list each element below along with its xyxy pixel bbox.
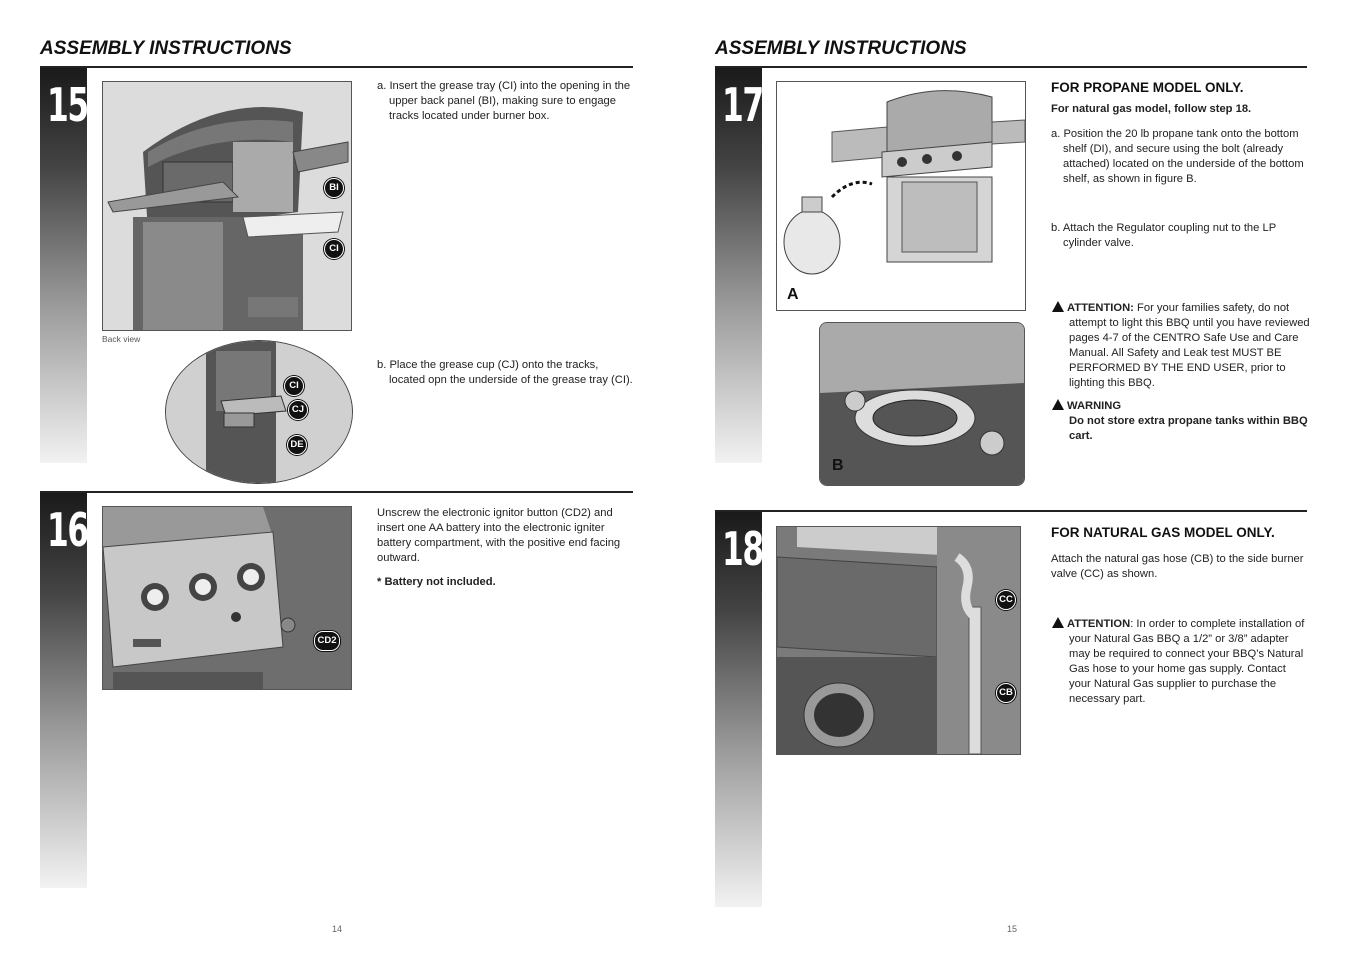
- step-16-instruction: Unscrew the electronic ignitor button (C…: [377, 507, 621, 564]
- step-17-attention: ATTENTION: For your families safety, do …: [1052, 301, 1310, 391]
- callout-ci-detail: CI: [284, 376, 304, 396]
- instruction-a-text-17: Position the 20 lb propane tank onto the…: [1063, 128, 1304, 185]
- control-panel-illustration: [103, 507, 351, 689]
- step-17-bar: 17: [715, 68, 764, 463]
- step-16-bar: 16: [40, 493, 89, 888]
- callout-de: DE: [287, 435, 307, 455]
- header-rule-right: [715, 66, 1307, 68]
- step-18-number: 18: [722, 522, 764, 576]
- tank-bolt-illustration: [820, 323, 1024, 485]
- step-18-rule: [715, 510, 1307, 512]
- step-17-warning: WARNING Do not store extra propane tanks…: [1052, 399, 1310, 444]
- callout-cc: CC: [996, 590, 1016, 610]
- grease-cup-illustration: [166, 341, 352, 483]
- instruction-a-label-17: a.: [1051, 128, 1061, 140]
- callout-cj: CJ: [288, 400, 308, 420]
- callout-cb: CB: [996, 683, 1016, 703]
- step-16-figure: CD2: [102, 506, 352, 690]
- callout-cd2: CD2: [314, 631, 340, 651]
- instruction-b-label: b.: [377, 359, 387, 371]
- attention-text-18: : In order to complete installation of y…: [1069, 618, 1305, 705]
- callout-bi: BI: [324, 178, 344, 198]
- step-15-number: 15: [47, 78, 89, 132]
- attention-label-17: ATTENTION:: [1067, 302, 1134, 314]
- step-15-bar: 15: [40, 68, 89, 463]
- step-17-number: 17: [722, 78, 764, 132]
- instruction-b-label-17: b.: [1051, 222, 1061, 234]
- header-rule-left: [40, 66, 633, 68]
- step-15-instruction-a: a. Insert the grease tray (CI) into the …: [377, 79, 633, 124]
- warning-icon: [1052, 301, 1064, 312]
- attention-label-18: ATTENTION: [1067, 618, 1131, 630]
- step-15-instruction-b: b. Place the grease cup (CJ) onto the tr…: [377, 358, 633, 388]
- attention-text-17: For your families safety, do not attempt…: [1069, 302, 1310, 389]
- caption-back-view: Back view: [102, 334, 141, 344]
- step-18-figure: CC CB: [776, 526, 1021, 755]
- natural-gas-hose-illustration: [777, 527, 1020, 754]
- warning-text: Do not store extra propane tanks within …: [1069, 415, 1308, 442]
- instruction-b-text-17: Attach the Regulator coupling nut to the…: [1062, 222, 1276, 249]
- page-header-left: ASSEMBLY INSTRUCTIONS: [40, 38, 292, 59]
- step-18-heading: FOR NATURAL GAS MODEL ONLY.: [1051, 525, 1275, 540]
- step-17-instruction-a: a. Position the 20 lb propane tank onto …: [1051, 127, 1309, 187]
- step-17-heading: FOR PROPANE MODEL ONLY.: [1051, 80, 1244, 95]
- step-17-figure-b: B: [819, 322, 1025, 486]
- propane-grill-illustration: [777, 82, 1025, 310]
- step-17-subheading: For natural gas model, follow step 18.: [1051, 103, 1252, 115]
- instruction-a-label: a.: [377, 80, 387, 92]
- step-17-instruction-b: b. Attach the Regulator coupling nut to …: [1051, 221, 1309, 251]
- figure-a-label: A: [787, 286, 799, 303]
- step-18-instruction: Attach the natural gas hose (CB) to the …: [1051, 553, 1304, 580]
- step-17-figure-a: A: [776, 81, 1026, 311]
- step-16-rule: [40, 491, 633, 493]
- page-number-left: 14: [332, 924, 343, 934]
- page-number-right: 15: [1007, 924, 1018, 934]
- step-18-attention: ATTENTION: In order to complete installa…: [1052, 617, 1310, 707]
- step-16-number: 16: [47, 503, 89, 557]
- instruction-b-text: Place the grease cup (CJ) onto the track…: [389, 359, 633, 386]
- warning-icon: [1052, 617, 1064, 628]
- grill-back-illustration: [103, 82, 351, 330]
- page-header-right: ASSEMBLY INSTRUCTIONS: [715, 38, 967, 59]
- warning-label: WARNING: [1067, 400, 1122, 412]
- step-16-note: * Battery not included.: [377, 576, 496, 588]
- figure-b-label: B: [832, 457, 844, 474]
- warning-icon: [1052, 399, 1064, 410]
- callout-ci: CI: [324, 239, 344, 259]
- instruction-a-text: Insert the grease tray (CI) into the ope…: [389, 80, 631, 122]
- step-15-figure-main: BI CI: [102, 81, 352, 331]
- step-18-bar: 18: [715, 512, 764, 907]
- step-15-figure-detail: CI CJ DE: [165, 340, 353, 484]
